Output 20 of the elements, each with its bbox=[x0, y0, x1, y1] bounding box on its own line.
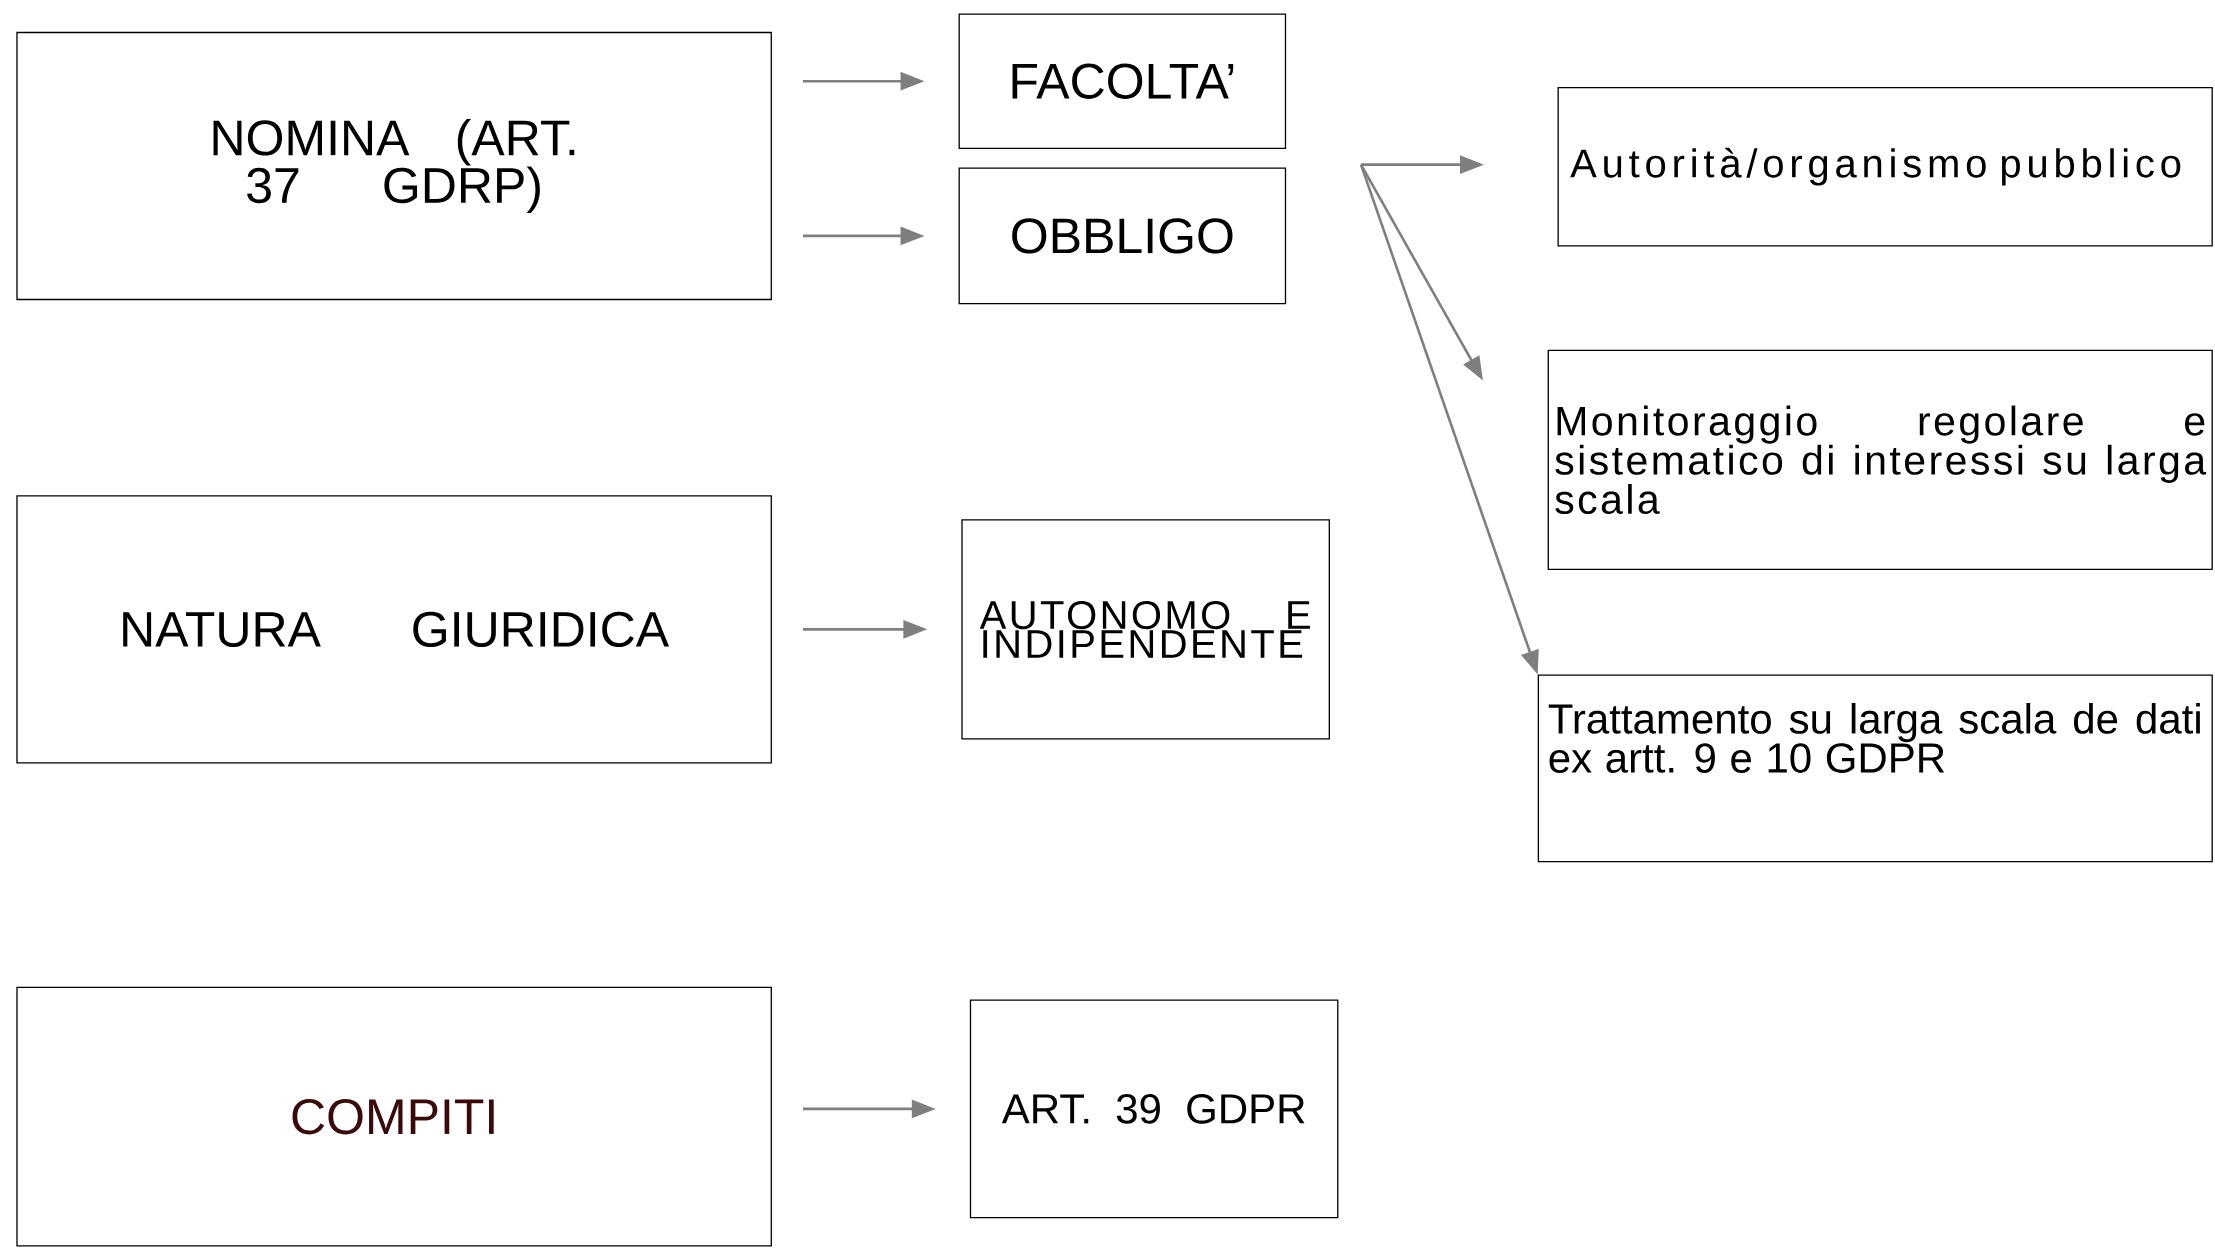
text-box bbox=[16, 495, 772, 764]
text-box bbox=[969, 999, 1339, 1219]
text-box bbox=[961, 519, 1330, 740]
node-label: Autorità/organismo pubblico bbox=[1570, 147, 2181, 186]
text-box bbox=[958, 13, 1287, 150]
node-label: OBBLIGO bbox=[1012, 218, 1233, 254]
text-box bbox=[1547, 349, 2213, 571]
node-label: AUTONOMO E INDIPENDENTE bbox=[979, 601, 1310, 658]
text-box bbox=[16, 31, 772, 301]
node-label: NOMINA (ART. 37 GDRP) bbox=[213, 119, 575, 214]
node-label: FACOLTA’ bbox=[1012, 63, 1234, 100]
node-label: NATURA GIURIDICA bbox=[123, 611, 670, 648]
node-label: ART. 39 GDPR bbox=[1001, 1094, 1305, 1124]
text-box bbox=[958, 167, 1287, 305]
text-box bbox=[16, 986, 772, 1247]
node-label: Trattamento su larga scala de dati ex artt. 9 e 10 GDPR bbox=[1548, 703, 2200, 774]
node-label: Monitoraggio regolare e sistematico di interessi su larga scala bbox=[1555, 405, 2207, 515]
text-box bbox=[1537, 674, 2213, 863]
text-box bbox=[1557, 87, 2213, 247]
node-label: COMPITI bbox=[292, 1099, 494, 1135]
